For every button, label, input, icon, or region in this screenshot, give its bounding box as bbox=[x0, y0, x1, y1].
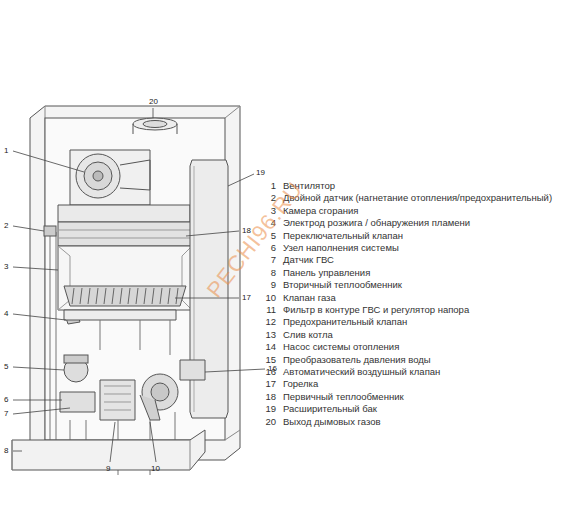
part-name: Преобразователь давления воды bbox=[283, 355, 431, 366]
callout-number: 6 bbox=[4, 395, 8, 404]
list-number: 11 bbox=[260, 305, 276, 316]
list-number: 19 bbox=[260, 404, 276, 415]
list-number: 12 bbox=[260, 317, 276, 328]
part-name: Выход дымовых газов bbox=[283, 417, 381, 428]
list-number: 20 bbox=[260, 417, 276, 428]
part-name: Датчик ГВС bbox=[283, 255, 334, 266]
part-name: Расширительный бак bbox=[283, 404, 377, 415]
part-name: Горелка bbox=[283, 379, 318, 390]
list-number: 13 bbox=[260, 330, 276, 341]
part-name: Вторичный теплообменник bbox=[283, 280, 402, 291]
part-name: Узел наполнения системы bbox=[283, 243, 399, 254]
list-number: 9 bbox=[260, 280, 276, 291]
list-number: 16 bbox=[260, 367, 276, 378]
part-name: Насос системы отопления bbox=[283, 342, 399, 353]
part-name: Переключательный клапан bbox=[283, 231, 403, 242]
callout-number: 1 bbox=[4, 146, 8, 155]
callout-number: 9 bbox=[106, 464, 110, 473]
callout-number: 3 bbox=[4, 262, 8, 271]
part-name: Предохранительный клапан bbox=[283, 317, 407, 328]
callout-number: 5 bbox=[4, 362, 8, 371]
callout-number: 8 bbox=[4, 446, 8, 455]
list-number: 15 bbox=[260, 355, 276, 366]
callout-number: 7 bbox=[4, 409, 8, 418]
part-name: Электрод розжига / обнаружения пламени bbox=[283, 218, 470, 229]
list-number: 14 bbox=[260, 342, 276, 353]
list-number: 7 bbox=[260, 255, 276, 266]
list-number: 8 bbox=[260, 268, 276, 279]
part-name: Автоматический воздушный клапан bbox=[283, 367, 440, 378]
callout-number: 2 bbox=[4, 221, 8, 230]
callout-number: 20 bbox=[149, 97, 158, 106]
part-name: Первичный теплообменник bbox=[283, 392, 404, 403]
list-number: 18 bbox=[260, 392, 276, 403]
callout-number: 19 bbox=[256, 168, 265, 177]
list-number: 17 bbox=[260, 379, 276, 390]
callout-number: 4 bbox=[4, 309, 8, 318]
list-number: 1 bbox=[260, 181, 276, 192]
part-name: Панель управления bbox=[283, 268, 370, 279]
part-name: Фильтр в контуре ГВС и регулятор напора bbox=[283, 305, 469, 316]
callout-number: 10 bbox=[151, 464, 160, 473]
part-name: Клапан газа bbox=[283, 293, 336, 304]
part-name: Двойной датчик (нагнетание отопления/пре… bbox=[283, 193, 552, 204]
callout-number: 17 bbox=[242, 293, 251, 302]
list-number: 10 bbox=[260, 293, 276, 304]
part-name: Слив котла bbox=[283, 330, 333, 341]
